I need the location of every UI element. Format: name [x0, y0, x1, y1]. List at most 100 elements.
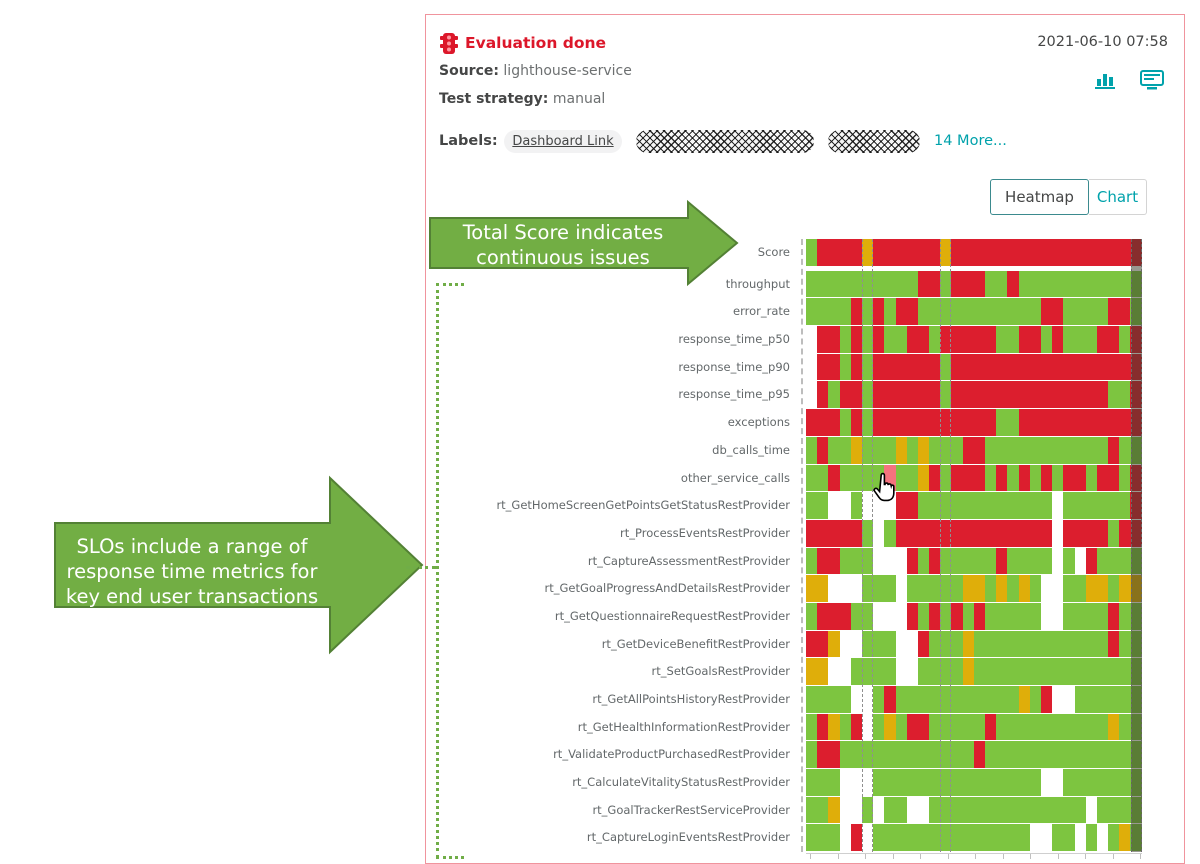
heatmap-cell[interactable]: [973, 741, 985, 769]
heatmap-cell[interactable]: [817, 796, 829, 824]
heatmap-cell[interactable]: [806, 630, 818, 658]
heatmap-cell[interactable]: [940, 824, 952, 852]
heatmap-cell[interactable]: [895, 796, 907, 824]
heatmap-cell[interactable]: [850, 713, 862, 741]
heatmap-cell[interactable]: [884, 519, 896, 547]
heatmap-cell[interactable]: [1007, 409, 1019, 436]
heatmap-cell[interactable]: [861, 239, 874, 266]
heatmap-cell[interactable]: [1029, 464, 1041, 492]
heatmap-cell[interactable]: [985, 824, 997, 852]
heatmap-cell[interactable]: [951, 492, 963, 519]
heatmap-cell[interactable]: [817, 298, 829, 326]
heatmap-cell[interactable]: [962, 796, 974, 824]
heatmap-cell[interactable]: [940, 326, 952, 353]
heatmap-cell[interactable]: [951, 575, 963, 602]
heatmap-cell[interactable]: [828, 630, 840, 658]
heatmap-cell[interactable]: [962, 326, 974, 353]
heatmap-cell[interactable]: [973, 464, 985, 492]
heatmap-cell[interactable]: [940, 270, 952, 298]
heatmap-cell[interactable]: [973, 686, 985, 713]
label-pill-redacted-1[interactable]: [636, 130, 814, 153]
heatmap-cell[interactable]: [1074, 326, 1086, 353]
heatmap-cell[interactable]: [906, 409, 918, 436]
heatmap-cell[interactable]: [1018, 326, 1030, 353]
heatmap-cell[interactable]: [940, 713, 952, 741]
heatmap-cell[interactable]: [1119, 575, 1131, 602]
heatmap-cell[interactable]: [1108, 686, 1120, 713]
heatmap-cell[interactable]: [1040, 547, 1053, 575]
heatmap-cell[interactable]: [861, 492, 874, 519]
heatmap-cell[interactable]: [1074, 239, 1086, 266]
heatmap-cell[interactable]: [850, 326, 862, 353]
heatmap-cell[interactable]: [1096, 713, 1109, 741]
heatmap-cell[interactable]: [1029, 575, 1041, 602]
heatmap-cell[interactable]: [895, 381, 907, 409]
heatmap-cell[interactable]: [973, 353, 985, 381]
heatmap-cell[interactable]: [895, 658, 907, 685]
heatmap-cell[interactable]: [839, 492, 851, 519]
heatmap-cell[interactable]: [985, 409, 997, 436]
heatmap-cell[interactable]: [884, 239, 896, 266]
heatmap-cell[interactable]: [973, 602, 985, 630]
heatmap-cell[interactable]: [929, 741, 941, 769]
heatmap-cell[interactable]: [1130, 298, 1142, 326]
heatmap-cell[interactable]: [973, 326, 985, 353]
heatmap-cell[interactable]: [884, 686, 896, 713]
heatmap-cell[interactable]: [951, 796, 963, 824]
heatmap-cell[interactable]: [861, 298, 874, 326]
heatmap-cell[interactable]: [873, 519, 885, 547]
heatmap-cell[interactable]: [895, 409, 907, 436]
heatmap-cell[interactable]: [1119, 326, 1131, 353]
heatmap-cell[interactable]: [806, 824, 818, 852]
heatmap-cell[interactable]: [906, 464, 918, 492]
heatmap-cell[interactable]: [917, 519, 930, 547]
heatmap-cell[interactable]: [1063, 326, 1075, 353]
heatmap-cell[interactable]: [806, 658, 818, 685]
heatmap-cell[interactable]: [1108, 270, 1120, 298]
heatmap-cell[interactable]: [884, 575, 896, 602]
heatmap-cell[interactable]: [873, 630, 885, 658]
heatmap-cell[interactable]: [962, 741, 974, 769]
heatmap-cell[interactable]: [1096, 519, 1109, 547]
heatmap-cell[interactable]: [861, 630, 874, 658]
screen-icon[interactable]: [1140, 70, 1164, 90]
heatmap-cell[interactable]: [861, 547, 874, 575]
heatmap-cell[interactable]: [1108, 796, 1120, 824]
heatmap-cell[interactable]: [917, 326, 930, 353]
heatmap-cell[interactable]: [962, 769, 974, 796]
heatmap-cell[interactable]: [1085, 409, 1097, 436]
heatmap-cell[interactable]: [873, 409, 885, 436]
heatmap-cell[interactable]: [839, 239, 851, 266]
heatmap-cell[interactable]: [1108, 741, 1120, 769]
heatmap-cell[interactable]: [1096, 686, 1109, 713]
heatmap-cell[interactable]: [1074, 298, 1086, 326]
heatmap-cell[interactable]: [1130, 409, 1142, 436]
heatmap-cell[interactable]: [884, 381, 896, 409]
heatmap-cell[interactable]: [850, 824, 862, 852]
heatmap-cell[interactable]: [1085, 575, 1097, 602]
heatmap-cell[interactable]: [1007, 575, 1019, 602]
heatmap-cell[interactable]: [1096, 547, 1109, 575]
heatmap-cell[interactable]: [806, 796, 818, 824]
heatmap-cell[interactable]: [1029, 741, 1041, 769]
heatmap-cell[interactable]: [884, 769, 896, 796]
heatmap-cell[interactable]: [861, 824, 874, 852]
heatmap-cell[interactable]: [906, 298, 918, 326]
heatmap-cell[interactable]: [1007, 713, 1019, 741]
heatmap-cell[interactable]: [1040, 602, 1053, 630]
heatmap-cell[interactable]: [1040, 630, 1053, 658]
heatmap-cell[interactable]: [996, 464, 1008, 492]
heatmap-cell[interactable]: [1029, 547, 1041, 575]
heatmap-cell[interactable]: [873, 381, 885, 409]
heatmap-cell[interactable]: [1052, 602, 1064, 630]
heatmap-cell[interactable]: [828, 686, 840, 713]
heatmap-cell[interactable]: [850, 519, 862, 547]
heatmap-cell[interactable]: [1074, 630, 1086, 658]
heatmap-cell[interactable]: [973, 381, 985, 409]
heatmap-cell[interactable]: [1074, 492, 1086, 519]
heatmap-cell[interactable]: [873, 769, 885, 796]
heatmap-cell[interactable]: [940, 602, 952, 630]
heatmap-cell[interactable]: [839, 298, 851, 326]
heatmap-cell[interactable]: [806, 270, 818, 298]
heatmap-cell[interactable]: [940, 658, 952, 685]
